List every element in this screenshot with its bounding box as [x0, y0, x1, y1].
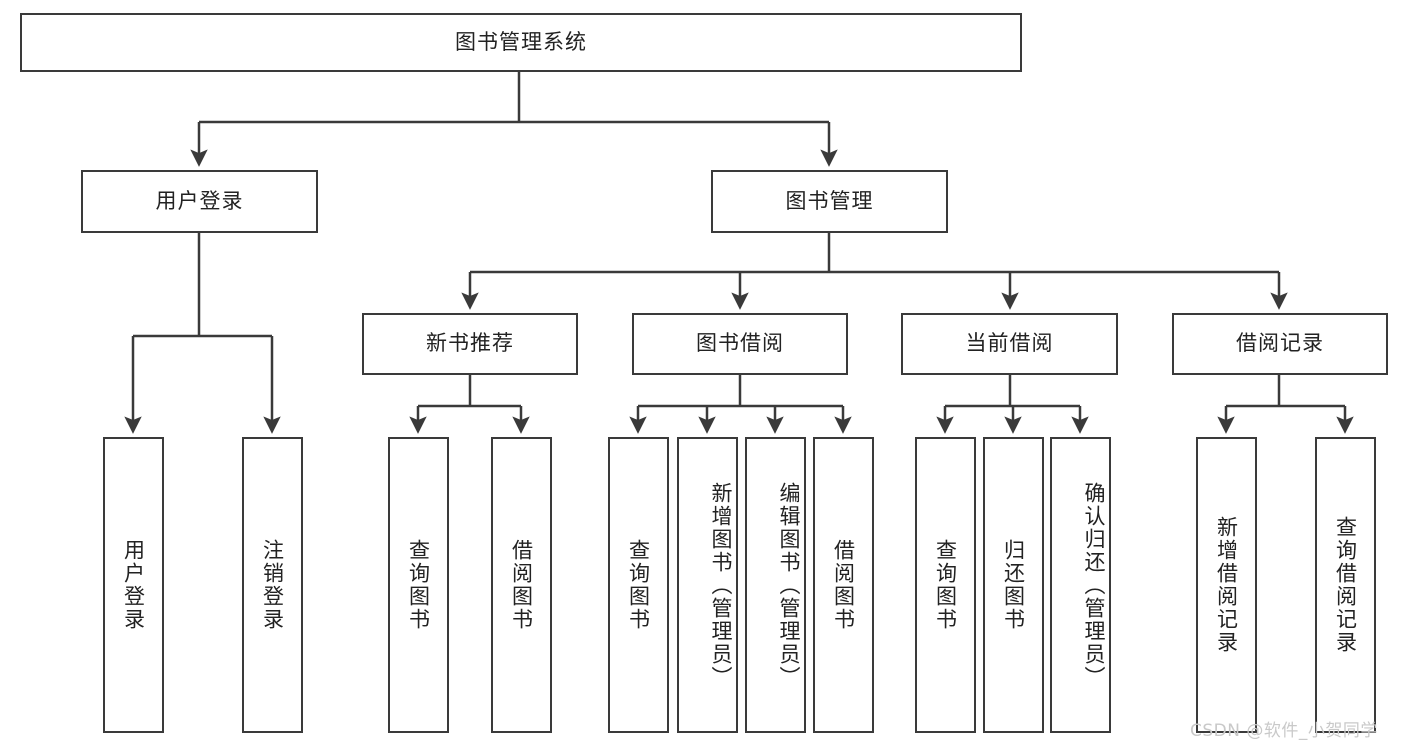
watermark: CSDN @软件_小贺同学	[1190, 721, 1378, 741]
leaf-label: 查询图书	[933, 539, 958, 631]
leaf-book-borrow-add[interactable]: 新增图书（管理员）	[677, 437, 738, 733]
leaf-label: 用户登录	[121, 539, 146, 631]
leaf-label: 新增图书（管理员）	[709, 481, 733, 689]
node-new-book-recommend[interactable]: 新书推荐	[362, 313, 578, 375]
leaf-label: 查询借阅记录	[1333, 516, 1358, 654]
leaf-borrow-record-query[interactable]: 查询借阅记录	[1315, 437, 1376, 733]
leaf-book-borrow-borrow[interactable]: 借阅图书	[813, 437, 874, 733]
node-borrow-record-label: 借阅记录	[1236, 331, 1324, 356]
leaf-label: 归还图书	[1001, 539, 1026, 631]
leaf-label: 新增借阅记录	[1214, 516, 1239, 654]
node-book-borrow-label: 图书借阅	[696, 331, 784, 356]
leaf-book-borrow-query[interactable]: 查询图书	[608, 437, 669, 733]
node-book-borrow[interactable]: 图书借阅	[632, 313, 848, 375]
node-user-login-label: 用户登录	[155, 188, 244, 213]
leaf-new-book-borrow[interactable]: 借阅图书	[491, 437, 552, 733]
node-root-label: 图书管理系统	[455, 29, 587, 54]
leaf-book-borrow-edit[interactable]: 编辑图书（管理员）	[745, 437, 806, 733]
node-book-management[interactable]: 图书管理	[711, 170, 948, 233]
leaf-label: 确认归还（管理员）	[1082, 481, 1106, 689]
leaf-label: 查询图书	[406, 539, 431, 631]
node-new-book-recommend-label: 新书推荐	[426, 331, 514, 356]
node-current-borrow-label: 当前借阅	[965, 331, 1054, 356]
leaf-new-book-query[interactable]: 查询图书	[388, 437, 449, 733]
node-user-login[interactable]: 用户登录	[81, 170, 318, 233]
node-current-borrow[interactable]: 当前借阅	[901, 313, 1118, 375]
leaf-current-borrow-query[interactable]: 查询图书	[915, 437, 976, 733]
node-root[interactable]: 图书管理系统	[20, 13, 1022, 72]
leaf-current-borrow-confirm-return[interactable]: 确认归还（管理员）	[1050, 437, 1111, 733]
leaf-user-login-signin[interactable]: 用户登录	[103, 437, 164, 733]
leaf-label: 借阅图书	[831, 539, 856, 631]
leaf-label: 编辑图书（管理员）	[777, 481, 801, 689]
leaf-borrow-record-add[interactable]: 新增借阅记录	[1196, 437, 1257, 733]
leaf-label: 借阅图书	[509, 539, 534, 631]
leaf-label: 注销登录	[260, 539, 285, 631]
node-borrow-record[interactable]: 借阅记录	[1172, 313, 1388, 375]
node-book-management-label: 图书管理	[785, 188, 874, 213]
leaf-current-borrow-return[interactable]: 归还图书	[983, 437, 1044, 733]
leaf-label: 查询图书	[626, 539, 651, 631]
leaf-user-login-signout[interactable]: 注销登录	[242, 437, 303, 733]
